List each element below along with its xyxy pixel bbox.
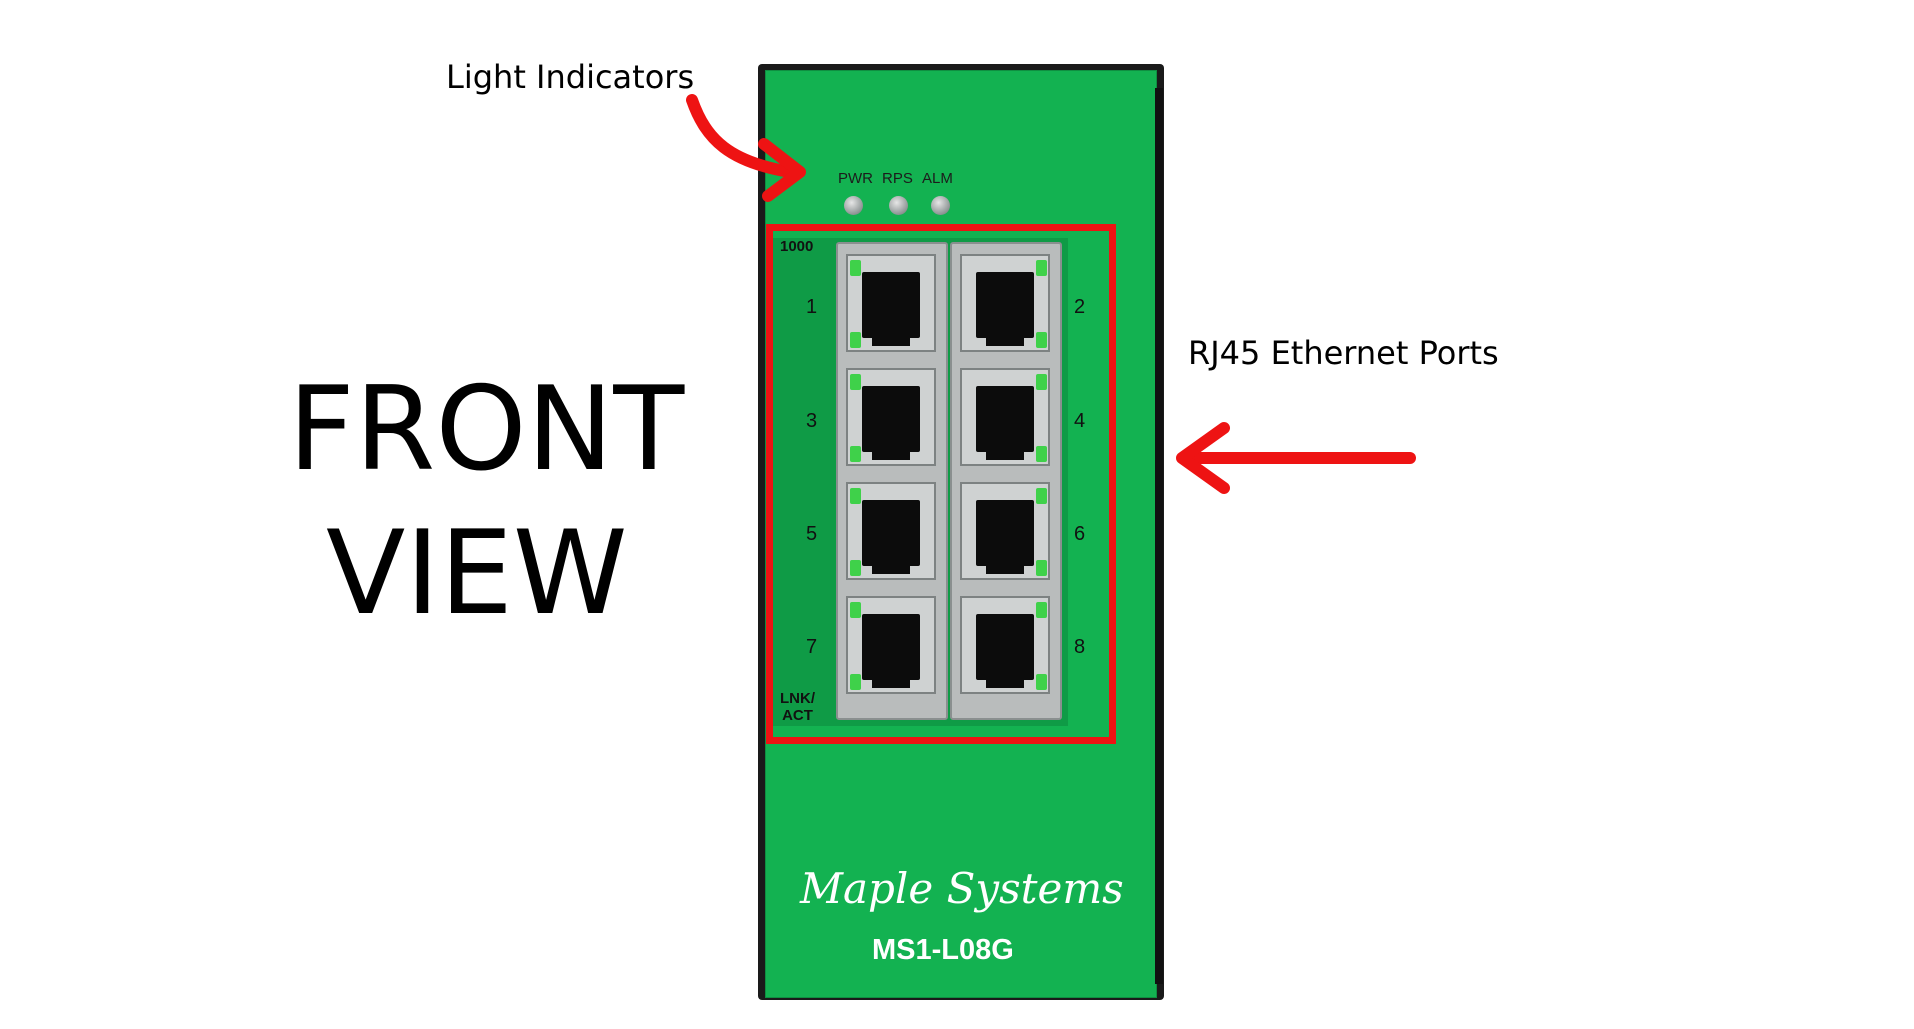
port-number-1: 1 bbox=[806, 296, 818, 318]
pwr-led-icon bbox=[844, 196, 863, 215]
port-number-4: 4 bbox=[1074, 410, 1086, 432]
led-label-rps: RPS bbox=[882, 170, 913, 187]
link-led-icon bbox=[850, 332, 861, 348]
port-number-6: 6 bbox=[1074, 523, 1086, 545]
port-number-2: 2 bbox=[1074, 296, 1086, 318]
port-jack bbox=[976, 614, 1034, 680]
port-jack bbox=[976, 386, 1034, 452]
rj45-port-5[interactable] bbox=[846, 482, 936, 580]
link-led-icon bbox=[850, 446, 861, 462]
rj45-port-3[interactable] bbox=[846, 368, 936, 466]
speed-led-icon bbox=[850, 260, 861, 276]
port-number-8: 8 bbox=[1074, 636, 1086, 658]
port-jack bbox=[862, 500, 920, 566]
rj45-port-8[interactable] bbox=[960, 596, 1050, 694]
link-led-icon bbox=[1036, 332, 1047, 348]
model-number: MS1-L08G bbox=[872, 934, 1014, 966]
lnk-act-label: LNK/ ACT bbox=[780, 690, 815, 724]
front-view-title-line2: VIEW bbox=[326, 506, 628, 641]
light-indicators-label: Light Indicators bbox=[446, 58, 695, 96]
rj45-port-4[interactable] bbox=[960, 368, 1050, 466]
led-label-pwr: PWR bbox=[838, 170, 873, 187]
right-port-stack bbox=[950, 242, 1062, 720]
led-label-alm: ALM bbox=[922, 170, 953, 187]
port-number-5: 5 bbox=[806, 523, 818, 545]
ports-highlight-box bbox=[766, 224, 1116, 744]
speed-led-icon bbox=[1036, 260, 1047, 276]
light-indicator-arrow-icon bbox=[686, 94, 806, 202]
port-jack-tab bbox=[872, 564, 910, 574]
port-jack bbox=[976, 272, 1034, 338]
port-jack bbox=[862, 614, 920, 680]
front-view-title-line1: FRONT bbox=[288, 362, 685, 497]
speed-header-label: 1000 bbox=[780, 238, 814, 255]
rj45-port-1[interactable] bbox=[846, 254, 936, 352]
lnk-act-line2: ACT bbox=[782, 707, 813, 724]
link-led-icon bbox=[850, 674, 861, 690]
rj45-port-7[interactable] bbox=[846, 596, 936, 694]
link-led-icon bbox=[1036, 560, 1047, 576]
port-jack-tab bbox=[872, 678, 910, 688]
ethernet-ports-label: RJ45 Ethernet Ports bbox=[1188, 334, 1499, 372]
port-jack-tab bbox=[986, 450, 1024, 460]
rj45-port-2[interactable] bbox=[960, 254, 1050, 352]
left-port-stack bbox=[836, 242, 948, 720]
speed-led-icon bbox=[1036, 488, 1047, 504]
port-number-7: 7 bbox=[806, 636, 818, 658]
brand-logo-text: Maple Systems bbox=[800, 864, 1124, 913]
rj45-port-6[interactable] bbox=[960, 482, 1050, 580]
port-jack-tab bbox=[986, 336, 1024, 346]
port-jack bbox=[862, 272, 920, 338]
port-number-3: 3 bbox=[806, 410, 818, 432]
speed-led-icon bbox=[1036, 602, 1047, 618]
speed-led-icon bbox=[850, 602, 861, 618]
port-jack-tab bbox=[872, 336, 910, 346]
port-jack-tab bbox=[872, 450, 910, 460]
speed-led-icon bbox=[850, 374, 861, 390]
link-led-icon bbox=[1036, 674, 1047, 690]
ethernet-ports-arrow-icon bbox=[1176, 422, 1416, 494]
lnk-act-line1: LNK/ bbox=[780, 690, 815, 707]
port-jack bbox=[862, 386, 920, 452]
speed-led-icon bbox=[850, 488, 861, 504]
alm-led-icon bbox=[931, 196, 950, 215]
speed-led-icon bbox=[1036, 374, 1047, 390]
link-led-icon bbox=[850, 560, 861, 576]
port-jack-tab bbox=[986, 678, 1024, 688]
port-jack-tab bbox=[986, 564, 1024, 574]
link-led-icon bbox=[1036, 446, 1047, 462]
port-jack bbox=[976, 500, 1034, 566]
rps-led-icon bbox=[889, 196, 908, 215]
device-side-rail bbox=[1155, 88, 1163, 984]
